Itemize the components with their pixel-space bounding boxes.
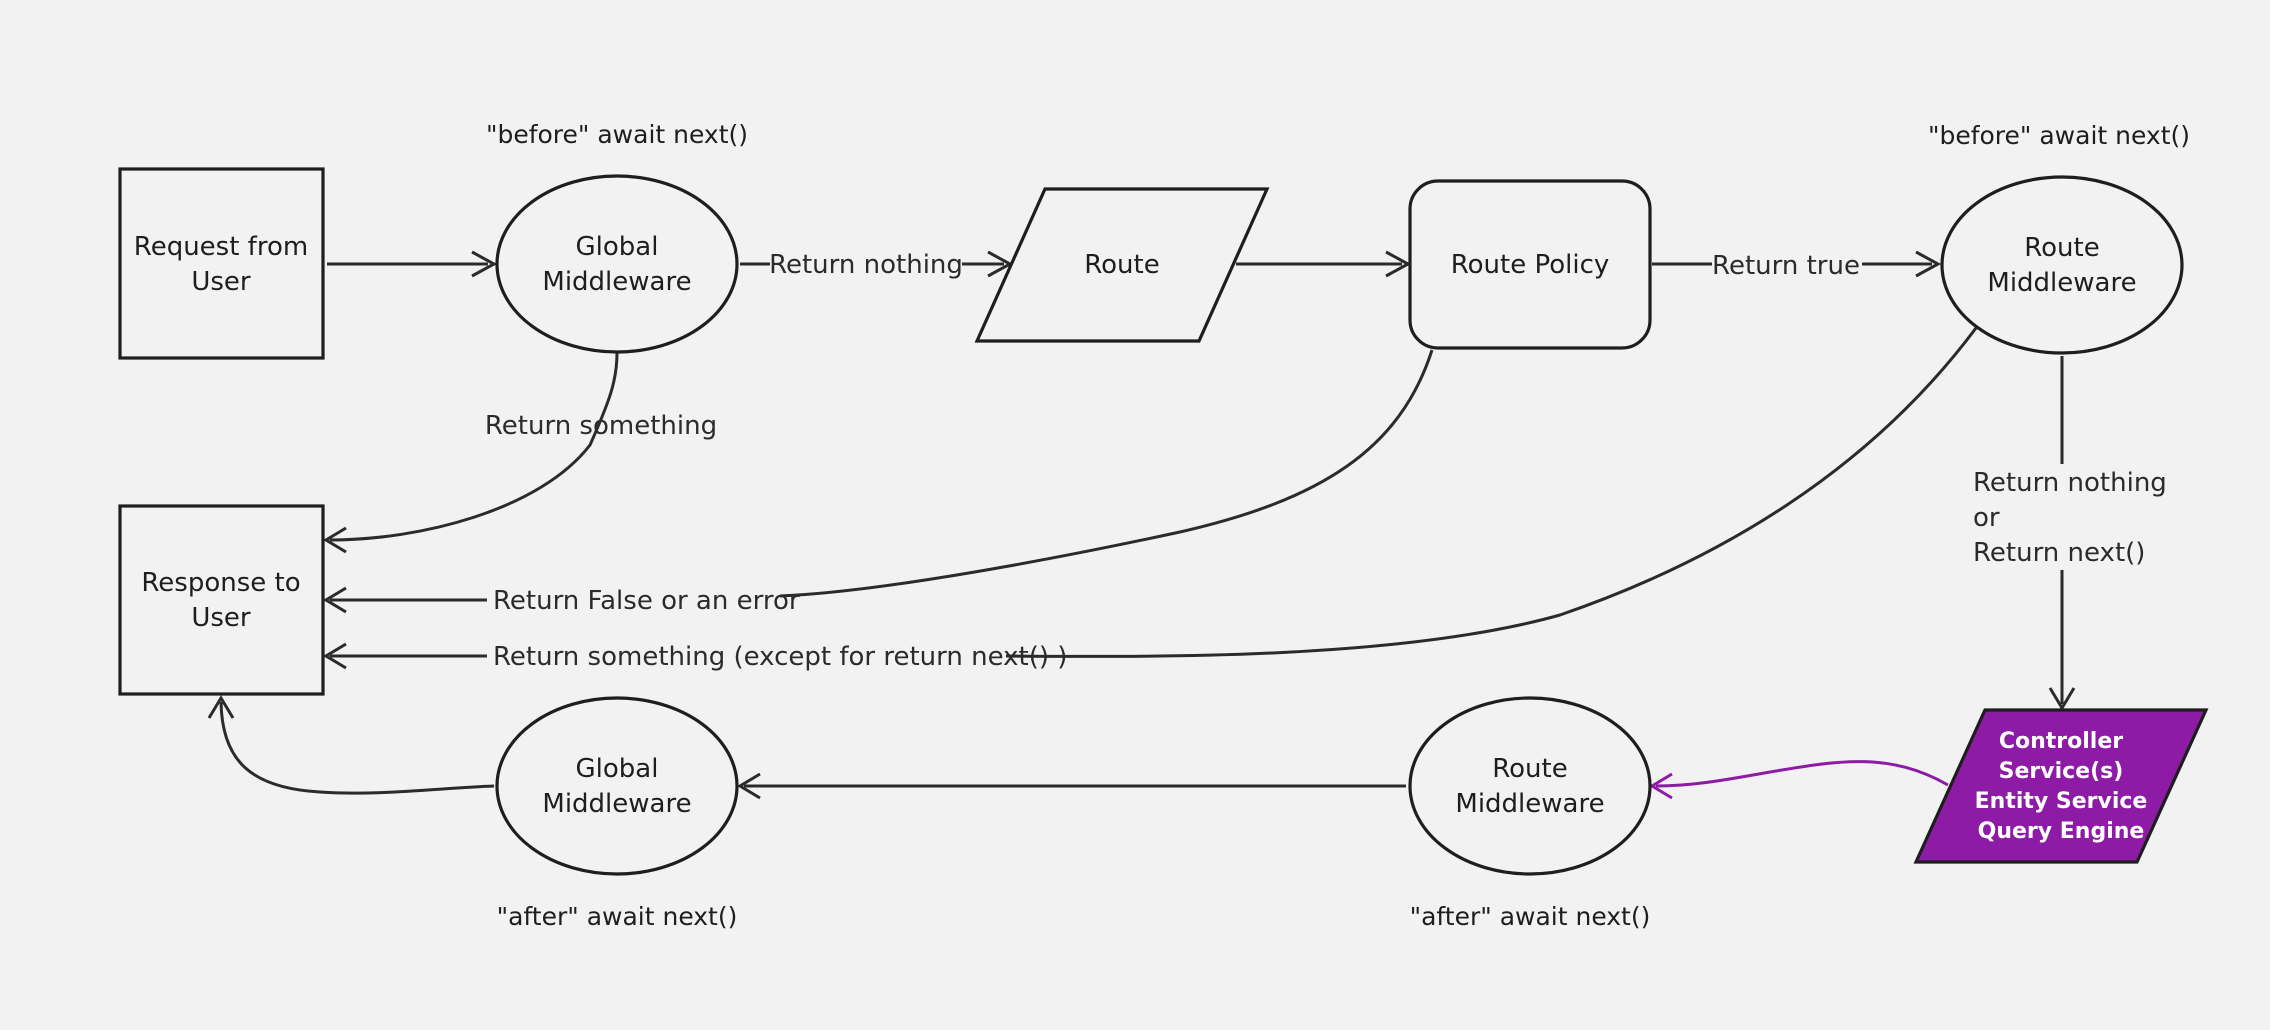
- edge-route-policy-to-response: [330, 349, 1434, 602]
- response-node-label-2: User: [191, 603, 251, 633]
- request-node-label-2: User: [191, 267, 251, 297]
- request-node: [118, 167, 325, 360]
- global-middleware-after-label-1: Global: [576, 754, 659, 784]
- response-node-label-1: Response to: [141, 568, 300, 598]
- edge-label-return-false: Return False or an error: [493, 586, 800, 616]
- route-policy-node: [1408, 179, 1652, 350]
- caption-route-before: "before" await next(): [1928, 121, 2190, 150]
- global-middleware-after-label-2: Middleware: [542, 789, 691, 819]
- arrowhead: [1385, 250, 1412, 278]
- arrowhead: [1649, 772, 1673, 800]
- caption-global-after: "after" await next(): [497, 902, 738, 931]
- response-node: [118, 504, 325, 696]
- caption-global-before: "before" await next(): [486, 120, 748, 149]
- route-node-label: Route: [1084, 250, 1159, 280]
- global-middleware-before-node: [495, 174, 739, 354]
- route-middleware-after-label-2: Middleware: [1455, 789, 1604, 819]
- controller-label-4: Query Engine: [1978, 819, 2145, 844]
- route-middleware-before-node: [1940, 175, 2184, 355]
- global-middleware-after-node: [495, 696, 739, 876]
- global-middleware-before-label-1: Global: [576, 232, 659, 262]
- request-node-label-1: Request from: [134, 232, 308, 262]
- route-middleware-before-label-2: Middleware: [1987, 268, 2136, 298]
- edge-global-mw-after-to-response: [219, 701, 495, 795]
- route-middleware-after-node: [1408, 696, 1652, 876]
- global-middleware-before-label-2: Middleware: [542, 267, 691, 297]
- edge-controller-to-route-mw-after: [1655, 760, 1949, 788]
- arrowhead: [471, 250, 498, 278]
- route-node: [974, 187, 1270, 343]
- edge-label-return-true: Return true: [1712, 251, 1860, 281]
- edge-label-return-nothing-or-next-2: or: [1973, 503, 2000, 533]
- arrowhead: [1915, 250, 1942, 278]
- route-policy-label: Route Policy: [1451, 250, 1610, 280]
- edge-global-mw-to-response: [329, 352, 619, 542]
- arrowhead: [737, 772, 761, 800]
- controller-label-1: Controller: [1999, 729, 2123, 754]
- edge-label-return-something-except: Return something (except for return next…: [493, 642, 1067, 672]
- edge-label-return-nothing-or-next-1: Return nothing: [1973, 468, 2167, 498]
- controller-label-2: Service(s): [1999, 759, 2124, 784]
- edge-label-return-nothing: Return nothing: [769, 250, 963, 280]
- arrowhead: [323, 642, 347, 670]
- route-middleware-after-label-1: Route: [1492, 754, 1567, 784]
- caption-route-after: "after" await next(): [1410, 902, 1651, 931]
- edge-label-return-nothing-or-next-3: Return next(): [1973, 538, 2145, 568]
- controller-node: [1913, 708, 2209, 864]
- arrowhead: [207, 695, 235, 719]
- controller-label-3: Entity Service: [1975, 789, 2148, 814]
- arrowhead: [323, 586, 347, 614]
- arrowhead: [2048, 687, 2076, 711]
- arrowhead: [323, 526, 347, 554]
- route-middleware-before-label-1: Route: [2024, 233, 2099, 263]
- edge-route-mw-to-response: [330, 327, 1978, 658]
- edge-label-return-something: Return something: [485, 411, 717, 441]
